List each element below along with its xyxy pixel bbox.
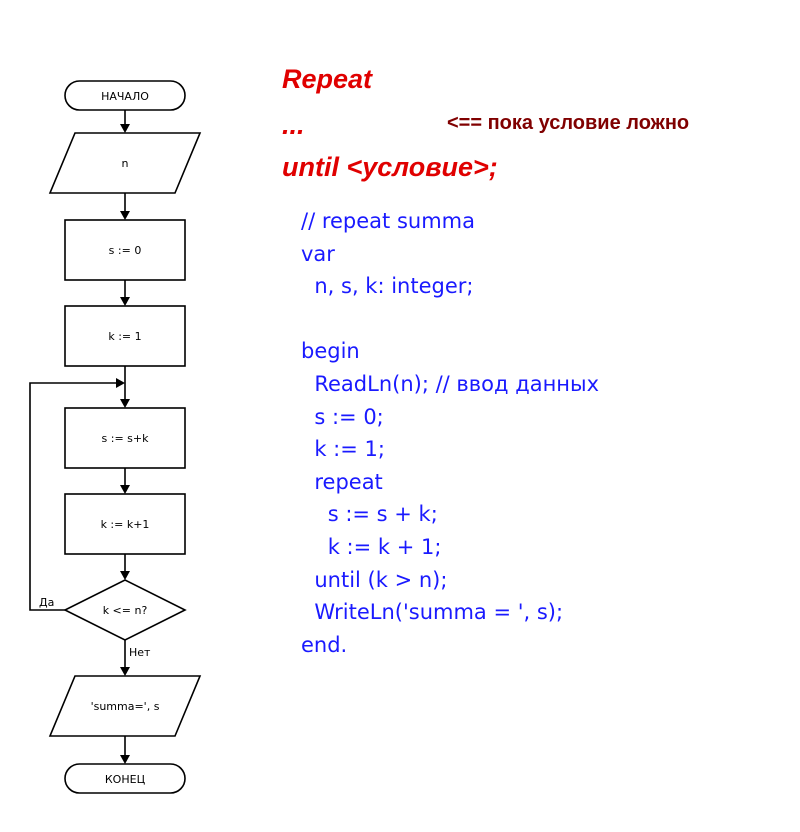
code-line: s := s + k; bbox=[301, 502, 438, 527]
code-line bbox=[301, 303, 599, 336]
code-line: n, s, k: integer; bbox=[301, 274, 474, 299]
code-line: // repeat summa bbox=[301, 209, 475, 233]
code-line: var bbox=[301, 241, 335, 266]
init-s-process bbox=[64, 219, 186, 281]
loop-back-line bbox=[29, 382, 116, 611]
flowchart: НАЧАЛО n s := 0 k := 1 s := s+k k := k+1… bbox=[29, 80, 202, 794]
condition-diamond bbox=[63, 579, 187, 641]
arrow-head bbox=[116, 378, 125, 388]
code-line: repeat bbox=[301, 469, 383, 494]
syntax-note: <== пока условие ложно bbox=[447, 112, 690, 134]
add-label: s := s+k bbox=[102, 432, 150, 445]
arrow-head bbox=[120, 485, 130, 494]
code-line: begin bbox=[301, 339, 360, 364]
start-terminal bbox=[64, 80, 186, 111]
no-label: Нет bbox=[129, 646, 151, 659]
condition-label: k <= n? bbox=[103, 604, 148, 617]
init-k-label: k := 1 bbox=[108, 330, 141, 343]
arrow-head bbox=[120, 297, 130, 306]
inc-label: k := k+1 bbox=[101, 518, 150, 531]
code-line: WriteLn('summa = ', s); bbox=[301, 600, 564, 625]
start-label: НАЧАЛО bbox=[101, 90, 149, 103]
code-line: s := 0; bbox=[301, 404, 384, 429]
inc-process bbox=[64, 493, 186, 555]
init-k-process bbox=[64, 305, 186, 367]
input-parallelogram bbox=[48, 132, 202, 194]
code-line: k := 1; bbox=[301, 437, 385, 462]
code-line: end. bbox=[301, 632, 348, 657]
arrow-head bbox=[120, 755, 130, 764]
code-line: k := k + 1; bbox=[301, 534, 442, 559]
arrow-head bbox=[120, 399, 130, 408]
yes-label: Да bbox=[39, 596, 54, 609]
output-label: 'summa=', s bbox=[91, 700, 160, 713]
code-listing: // repeat summa var n, s, k: integer; be… bbox=[301, 205, 599, 661]
arrow-head bbox=[120, 667, 130, 676]
syntax-repeat-keyword: Repeat bbox=[282, 64, 373, 94]
end-label: КОНЕЦ bbox=[105, 773, 146, 786]
add-process bbox=[64, 407, 186, 469]
init-s-label: s := 0 bbox=[109, 244, 142, 257]
code-line: until (k > n); bbox=[301, 567, 448, 592]
code-line: ReadLn(n); // ввод данных bbox=[301, 371, 600, 396]
arrow-head bbox=[120, 211, 130, 220]
syntax-ellipsis: ... bbox=[282, 110, 305, 140]
syntax-until-clause: until <условие>; bbox=[282, 152, 498, 182]
arrow-head bbox=[120, 124, 130, 133]
input-label: n bbox=[122, 157, 129, 170]
arrow-head bbox=[120, 571, 130, 580]
output-parallelogram bbox=[48, 675, 202, 737]
end-terminal bbox=[64, 763, 186, 794]
